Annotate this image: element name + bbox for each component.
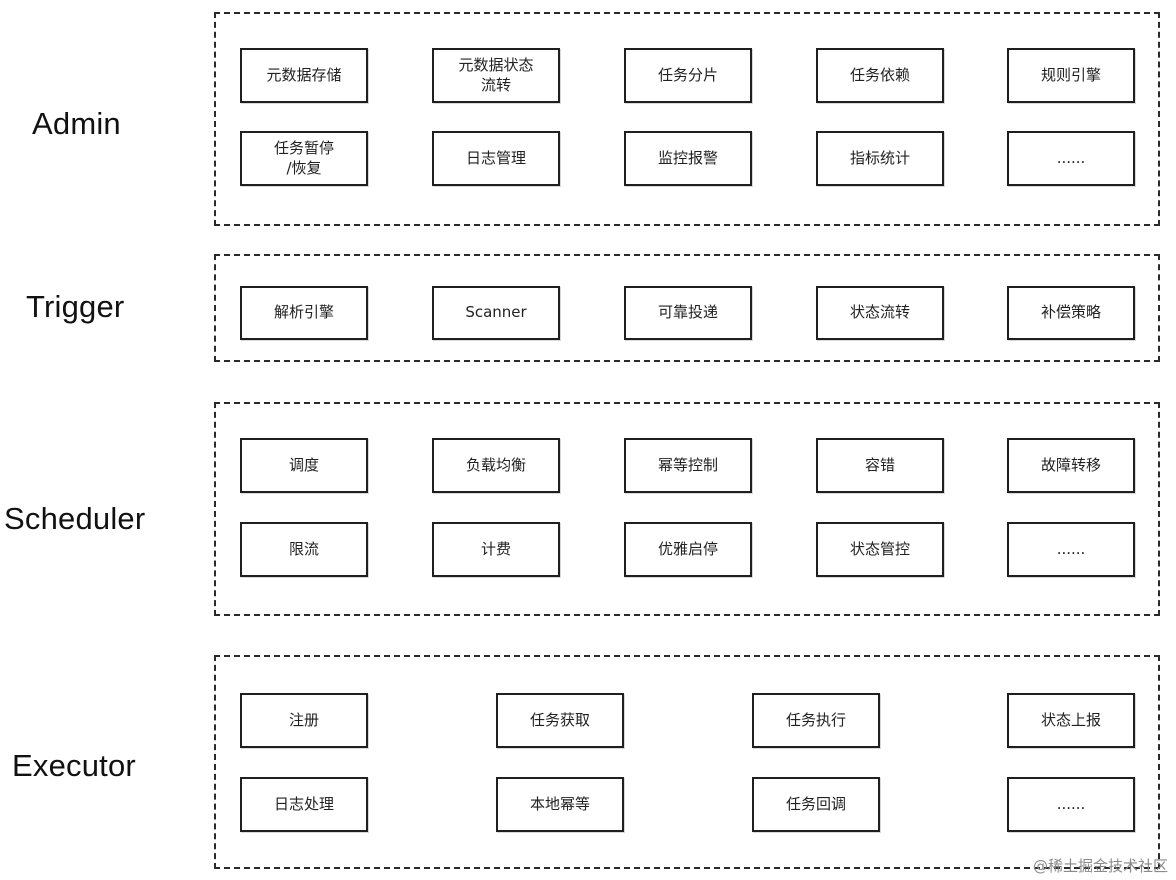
module-box: ...... xyxy=(1007,131,1135,186)
module-box: 解析引擎 xyxy=(240,286,368,340)
module-label: 优雅启停 xyxy=(657,539,718,558)
module-label: 幂等控制 xyxy=(657,455,718,474)
layer-label-admin: Admin xyxy=(32,106,121,141)
layer-box-scheduler xyxy=(214,402,1160,616)
module-box: 容错 xyxy=(816,438,944,493)
module-box: 限流 xyxy=(240,522,368,577)
module-label: 容错 xyxy=(864,455,895,474)
module-box: 状态上报 xyxy=(1007,693,1135,748)
module-box: 元数据状态 流转 xyxy=(432,48,560,103)
module-box: 本地幂等 xyxy=(496,777,624,832)
layer-label-trigger: Trigger xyxy=(26,289,125,324)
module-label: 解析引擎 xyxy=(273,303,334,322)
layer-box-executor xyxy=(214,655,1160,869)
module-box: ...... xyxy=(1007,777,1135,832)
module-label: 负载均衡 xyxy=(465,455,526,474)
module-box: 状态流转 xyxy=(816,286,944,340)
module-box: 监控报警 xyxy=(624,131,752,186)
module-label: 可靠投递 xyxy=(657,303,718,322)
module-box: 任务暂停 /恢复 xyxy=(240,131,368,186)
module-box: 指标统计 xyxy=(816,131,944,186)
module-label: 任务分片 xyxy=(657,65,718,84)
module-box: 任务分片 xyxy=(624,48,752,103)
module-label: 监控报警 xyxy=(657,148,718,167)
module-label: 任务获取 xyxy=(529,710,590,729)
module-label: 任务依赖 xyxy=(849,65,910,84)
module-box: 注册 xyxy=(240,693,368,748)
module-label: ...... xyxy=(1056,794,1086,813)
module-label: 规则引擎 xyxy=(1040,65,1101,84)
module-box: 日志处理 xyxy=(240,777,368,832)
module-label: 元数据状态 流转 xyxy=(458,56,534,94)
module-label: 状态上报 xyxy=(1040,710,1101,729)
module-label: 元数据存储 xyxy=(266,65,342,84)
module-label: 指标统计 xyxy=(849,148,910,167)
module-label: Scanner xyxy=(465,303,527,322)
module-label: 日志处理 xyxy=(273,794,334,813)
module-box: 补偿策略 xyxy=(1007,286,1135,340)
module-box: Scanner xyxy=(432,286,560,340)
module-label: 日志管理 xyxy=(465,148,526,167)
module-box: 状态管控 xyxy=(816,522,944,577)
module-box: 负载均衡 xyxy=(432,438,560,493)
module-label: ...... xyxy=(1056,539,1086,558)
layer-label-scheduler: Scheduler xyxy=(4,501,146,536)
module-label: 状态管控 xyxy=(849,539,910,558)
module-box: ...... xyxy=(1007,522,1135,577)
module-box: 可靠投递 xyxy=(624,286,752,340)
module-box: 日志管理 xyxy=(432,131,560,186)
module-box: 任务执行 xyxy=(752,693,880,748)
module-box: 计费 xyxy=(432,522,560,577)
module-box: 优雅启停 xyxy=(624,522,752,577)
module-label: 状态流转 xyxy=(849,303,910,322)
layer-box-admin xyxy=(214,12,1160,226)
module-box: 元数据存储 xyxy=(240,48,368,103)
module-box: 故障转移 xyxy=(1007,438,1135,493)
module-label: 任务回调 xyxy=(785,794,846,813)
module-label: 任务暂停 /恢复 xyxy=(273,139,334,177)
layer-label-executor: Executor xyxy=(12,748,136,783)
module-label: 故障转移 xyxy=(1040,455,1101,474)
module-box: 任务依赖 xyxy=(816,48,944,103)
module-box: 任务获取 xyxy=(496,693,624,748)
watermark-text: @稀土掘金技术社区 xyxy=(1032,857,1168,875)
module-box: 任务回调 xyxy=(752,777,880,832)
module-box: 规则引擎 xyxy=(1007,48,1135,103)
module-label: 任务执行 xyxy=(785,710,846,729)
module-label: 补偿策略 xyxy=(1040,303,1101,322)
module-label: 限流 xyxy=(288,539,319,558)
module-label: 计费 xyxy=(480,539,511,558)
module-box: 幂等控制 xyxy=(624,438,752,493)
layer-box-trigger xyxy=(214,254,1160,362)
module-label: 本地幂等 xyxy=(529,794,590,813)
module-label: 注册 xyxy=(288,710,319,729)
module-label: 调度 xyxy=(288,455,319,474)
module-label: ...... xyxy=(1056,148,1086,167)
module-box: 调度 xyxy=(240,438,368,493)
